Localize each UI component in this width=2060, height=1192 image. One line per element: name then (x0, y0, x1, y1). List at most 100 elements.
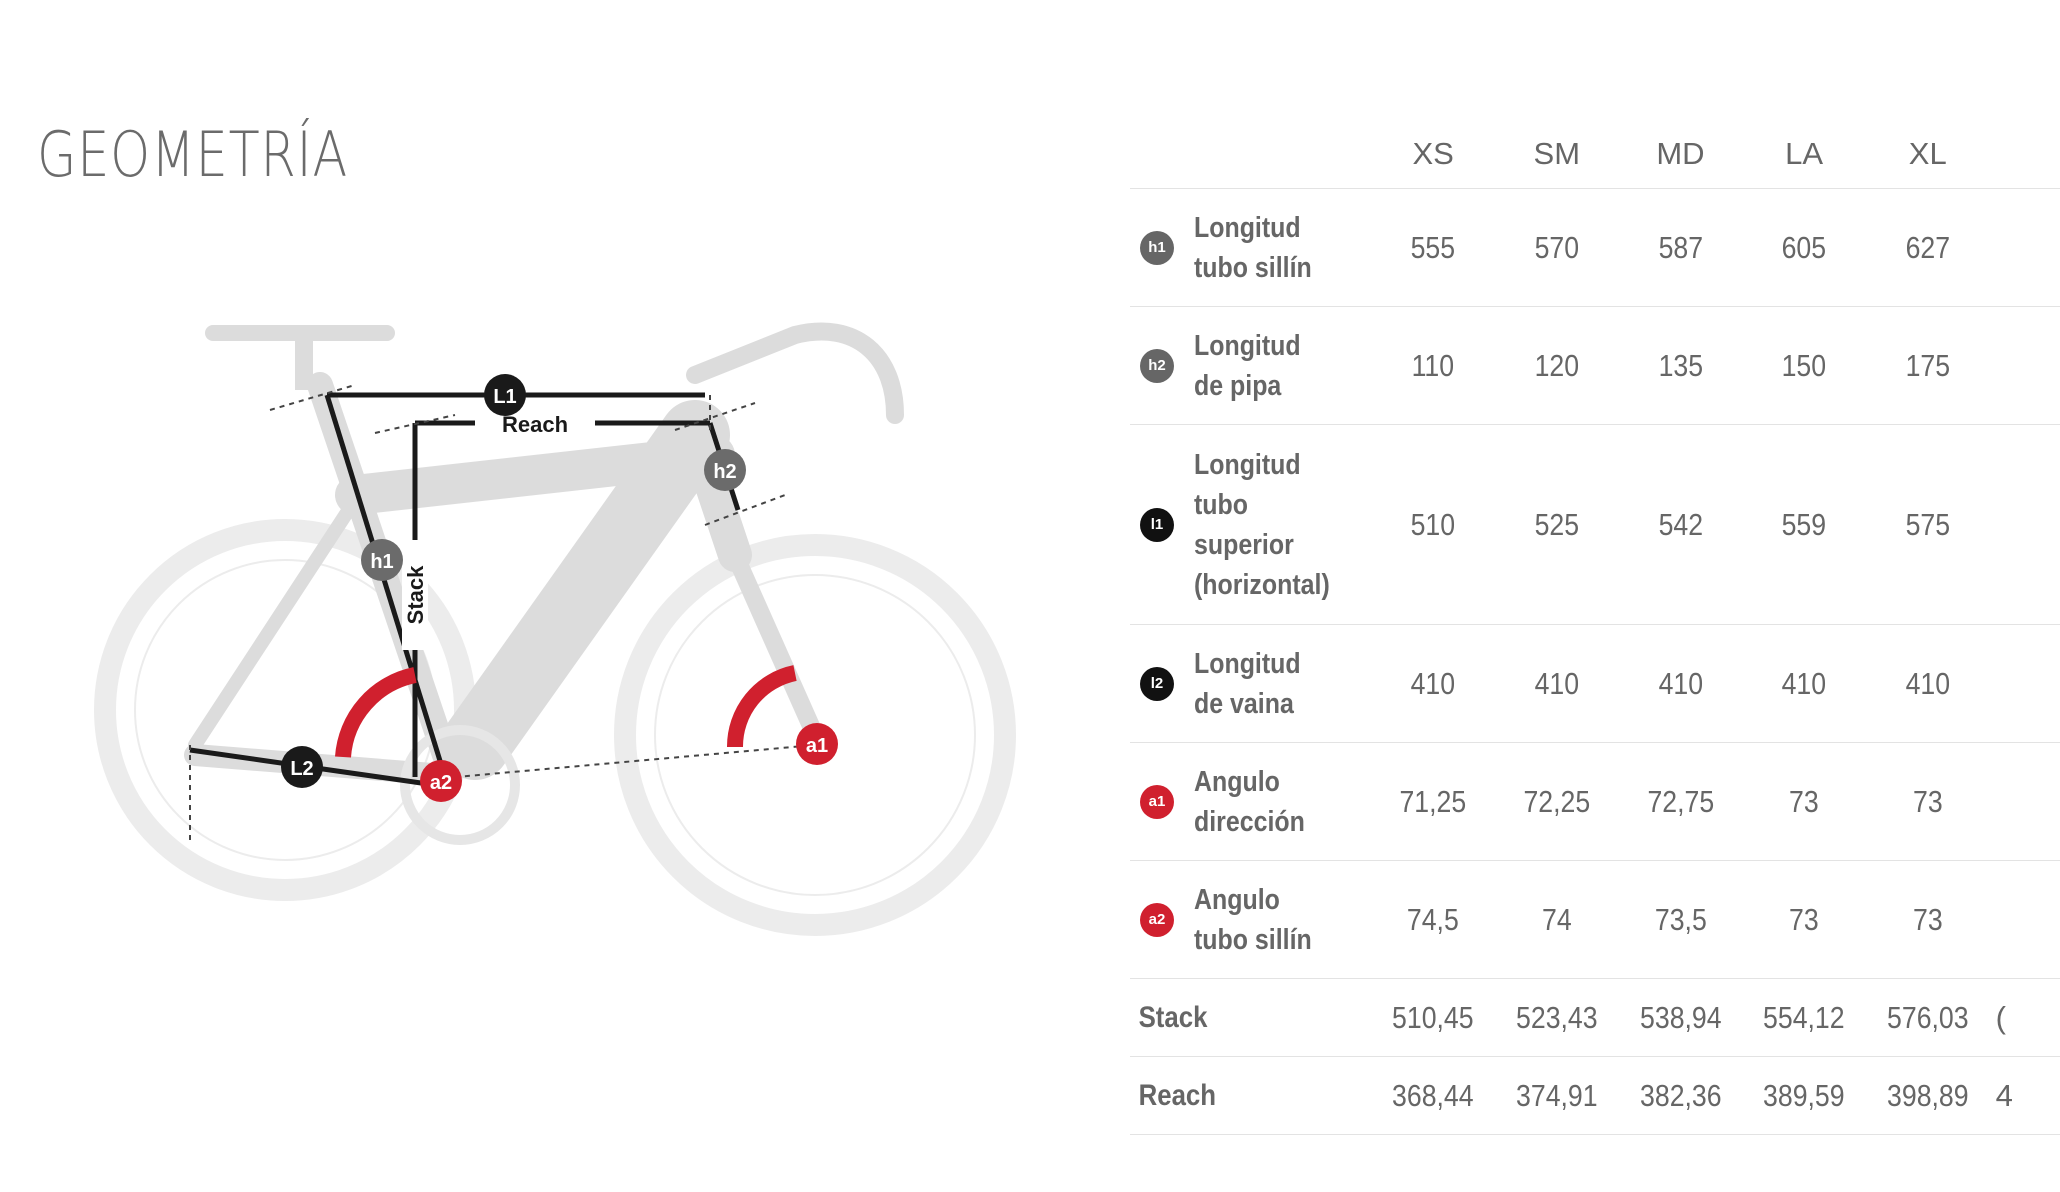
table-cell-clipped: ( (1989, 978, 2060, 1057)
table-cell: 135 (1627, 306, 1734, 425)
row-label: Longitud tubo sillín (1194, 211, 1312, 284)
svg-text:L2: L2 (290, 758, 313, 780)
seatpost-saddle (205, 325, 395, 390)
table-cell: 605 (1750, 188, 1858, 307)
size-header-row: XS SM MD LA XL (1130, 120, 2060, 189)
measure-badge-icon: h2 (1140, 348, 1174, 383)
table-cell: 374,91 (1503, 1056, 1610, 1135)
row-label-cell: a2 Angulo tubo sillín (1130, 860, 1372, 979)
row-label: Longitud de pipa (1194, 329, 1301, 402)
dashed-guides (189, 384, 816, 840)
table-cell: 576,03 (1874, 978, 1981, 1057)
table-cell: 74 (1503, 860, 1610, 979)
reach-label-bg (475, 411, 595, 437)
table-cell: 410 (1379, 624, 1487, 743)
stack-label: Stack (1138, 1000, 1208, 1034)
table-cell: 410 (1503, 624, 1610, 743)
measure-badge-icon: l2 (1140, 666, 1174, 701)
reach-label: Reach (502, 412, 568, 437)
table-cell: 538,94 (1627, 978, 1734, 1057)
reach-label: Reach (1138, 1078, 1217, 1112)
table-cell: 587 (1627, 188, 1734, 307)
table-cell: 555 (1379, 188, 1487, 307)
badge-h2: h2 (704, 449, 746, 491)
table-cell: 368,44 (1379, 1056, 1487, 1135)
size-header: XL (1865, 120, 1990, 189)
table-cell: 410 (1627, 624, 1734, 743)
table-cell: 570 (1503, 188, 1610, 307)
table-cell: 74,5 (1379, 860, 1487, 979)
table-cell: 510 (1379, 424, 1487, 625)
size-header: XS (1371, 120, 1495, 189)
table-cell: 398,89 (1874, 1056, 1981, 1135)
row-label: Angulo tubo sillín (1194, 883, 1312, 956)
table-cell: 73 (1750, 742, 1858, 861)
table-cell: 523,43 (1503, 978, 1610, 1057)
measure-lines (189, 392, 741, 788)
table-cell-extra (1989, 188, 2060, 307)
table-cell: 72,75 (1627, 742, 1734, 861)
badge-a2: a2 (420, 760, 462, 802)
badge-l1: L1 (484, 374, 526, 416)
stack-label: Stack (403, 565, 428, 624)
size-header-extra (1989, 120, 2060, 189)
row-label: Longitud de vaina (1194, 647, 1301, 720)
table-cell: 73,5 (1627, 860, 1734, 979)
table-cell: 73 (1874, 860, 1981, 979)
badge-a1: a1 (796, 723, 838, 765)
row-label: Angulo dirección (1194, 765, 1305, 838)
row-label-cell: Reach (1130, 1056, 1372, 1135)
table-cell: 150 (1750, 306, 1858, 425)
table-cell: 72,25 (1503, 742, 1610, 861)
table-cell: 559 (1750, 424, 1858, 625)
badge-h1: h1 (361, 539, 403, 581)
table-cell: 525 (1503, 424, 1610, 625)
table-cell: 73 (1750, 860, 1858, 979)
table-cell: 510,45 (1379, 978, 1487, 1057)
svg-text:h2: h2 (713, 461, 736, 483)
row-label-cell: h2 Longitud de pipa (1130, 306, 1372, 425)
table-cell: 389,59 (1750, 1056, 1858, 1135)
table-cell: 71,25 (1379, 742, 1487, 861)
table-cell: 110 (1379, 306, 1487, 425)
measure-badge-icon: a2 (1140, 902, 1174, 937)
measure-badge-icon: l1 (1140, 507, 1174, 542)
stack-label-bg (402, 540, 428, 650)
table-cell-extra (1989, 306, 2060, 425)
bike-geometry-diagram: Reach Stack L1 L2 h1 h2 a2 a1 (94, 322, 1016, 936)
table-cell: 554,12 (1750, 978, 1858, 1057)
table-cell: 382,36 (1627, 1056, 1734, 1135)
chainring (400, 725, 520, 845)
svg-text:L1: L1 (493, 386, 516, 408)
a1-arc (726, 665, 797, 748)
header-blank (1130, 120, 1372, 189)
page-title: GEOMETRÍA (37, 118, 349, 191)
table-cell-extra (1989, 424, 2060, 625)
svg-text:h1: h1 (370, 551, 393, 573)
table-cell-extra (1989, 860, 2060, 979)
table-cell: 410 (1750, 624, 1858, 743)
table-cell: 410 (1874, 624, 1981, 743)
table-cell: 175 (1874, 306, 1981, 425)
table-cell-extra (1989, 624, 2060, 743)
svg-text:a1: a1 (806, 735, 828, 757)
table-cell-clipped: 4 (1989, 1056, 2060, 1135)
size-header: MD (1618, 120, 1743, 189)
handlebar (686, 322, 904, 424)
size-header: SM (1494, 120, 1619, 189)
front-wheel (614, 534, 1016, 936)
table-cell: 120 (1503, 306, 1610, 425)
measure-badge-icon: a1 (1140, 784, 1174, 819)
